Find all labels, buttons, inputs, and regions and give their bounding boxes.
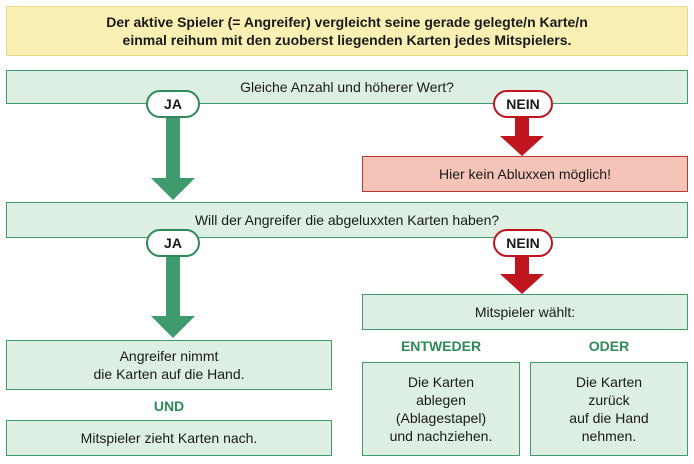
ja-pill-1: JA xyxy=(146,90,200,118)
question-2-box: Will der Angreifer die abgeluxxten Karte… xyxy=(6,202,688,238)
question-2-text: Will der Angreifer die abgeluxxten Karte… xyxy=(194,212,500,228)
mitspieler-zieht-text: Mitspieler zieht Karten nach. xyxy=(80,430,258,446)
angreifer-nimmt-box: Angreifer nimmt die Karten auf die Hand. xyxy=(6,340,332,390)
arrow-ja-1-head xyxy=(151,178,195,200)
option-zurueck-box: Die Karten zurück auf die Hand nehmen. xyxy=(530,362,688,456)
mitspieler-waehlt-box: Mitspieler wählt: xyxy=(362,294,688,330)
option-zurueck-text: Die Karten zurück auf die Hand nehmen. xyxy=(569,374,649,444)
no-abluxxen-text: Hier kein Abluxxen möglich! xyxy=(439,166,611,182)
intro-box: Der aktive Spieler (= Angreifer) verglei… xyxy=(6,6,688,56)
arrow-ja-1-shaft xyxy=(166,116,180,180)
arrow-nein-1-shaft xyxy=(515,116,529,138)
question-1-box: Gleiche Anzahl und höherer Wert? xyxy=(6,70,688,104)
option-ablegen-text: Die Karten ablegen (Ablagestapel) und na… xyxy=(389,374,493,444)
entweder-label: ENTWEDER xyxy=(400,338,482,354)
mitspieler-waehlt-text: Mitspieler wählt: xyxy=(474,304,576,320)
nein-pill-2: NEIN xyxy=(493,229,553,257)
no-abluxxen-box: Hier kein Abluxxen möglich! xyxy=(362,156,688,192)
nein-pill-1: NEIN xyxy=(493,90,553,118)
intro-line-1: Der aktive Spieler (= Angreifer) verglei… xyxy=(106,14,588,30)
arrow-nein-2-shaft xyxy=(515,256,529,276)
und-label: UND xyxy=(153,398,185,414)
ja-pill-2: JA xyxy=(146,229,200,257)
arrow-nein-1-head xyxy=(500,136,544,156)
arrow-nein-2-head xyxy=(500,274,544,294)
arrow-ja-2-shaft xyxy=(166,256,180,318)
oder-label: ODER xyxy=(588,338,630,354)
question-1-text: Gleiche Anzahl und höherer Wert? xyxy=(240,79,454,95)
arrow-ja-2-head xyxy=(151,316,195,338)
intro-line-2: einmal reihum mit den zuoberst liegenden… xyxy=(122,32,572,48)
angreifer-nimmt-text: Angreifer nimmt die Karten auf die Hand. xyxy=(93,348,245,382)
mitspieler-zieht-box: Mitspieler zieht Karten nach. xyxy=(6,420,332,456)
option-ablegen-box: Die Karten ablegen (Ablagestapel) und na… xyxy=(362,362,520,456)
